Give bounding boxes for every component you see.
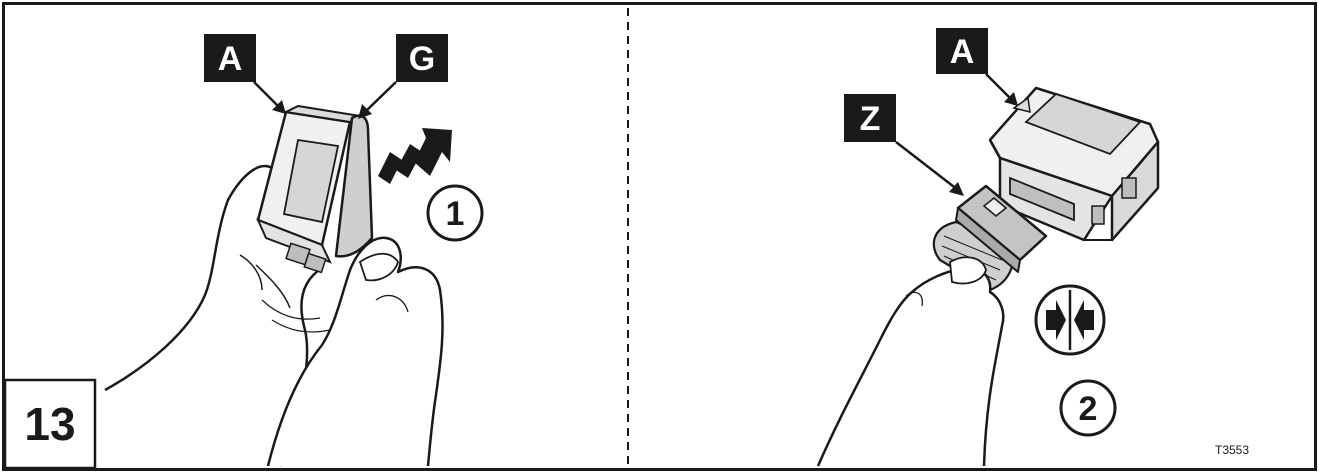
plug-connector [955,184,1048,273]
right-hand [266,236,444,467]
step-badge-1: 1 [426,184,484,242]
left-panel: 1 A G 13 [3,34,484,470]
step-number-box: 13 [3,378,97,470]
callout-z: Z [844,94,964,196]
step-badge-2: 2 [1059,379,1117,437]
reference-code: T3553 [1215,443,1249,457]
step-badge-2-label: 2 [1079,390,1098,428]
step-number: 13 [24,398,75,450]
callout-g-label: G [409,40,435,78]
peel-arrow-icon [378,128,452,184]
step-badge-1-label: 1 [446,195,465,233]
control-module [256,105,361,274]
callout-a-right: A [936,28,1018,106]
right-panel: A Z 2 T3553 [816,28,1249,467]
callout-a-left: A [204,34,286,114]
control-module-right [988,86,1160,242]
callout-z-label: Z [860,100,881,138]
callout-a-left-label: A [218,40,243,78]
callout-a-right-label: A [950,33,975,71]
connect-arrows-icon [1034,284,1106,356]
callout-g: G [358,34,448,119]
